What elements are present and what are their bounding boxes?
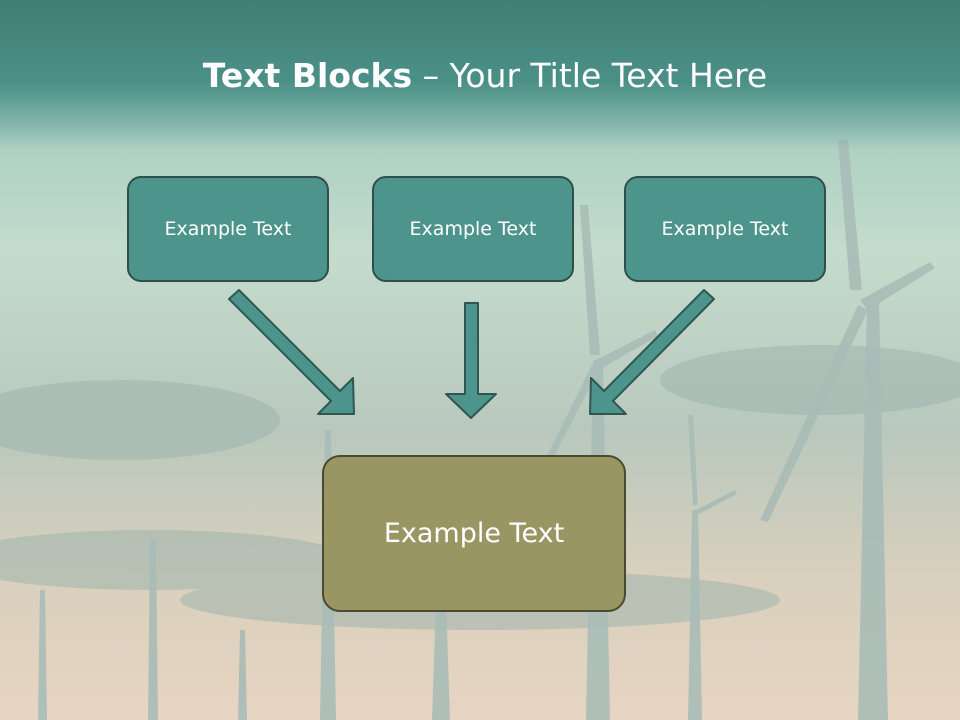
text-block-3-label: Example Text (661, 218, 789, 240)
page-title: Text Blocks – Your Title Text Here (0, 52, 960, 100)
title-bold: Text Blocks (202, 56, 413, 95)
title-rest: – Your Title Text Here (412, 56, 768, 95)
text-block-1[interactable]: Example Text (127, 176, 329, 282)
arrow-right (589, 289, 715, 415)
text-block-2[interactable]: Example Text (372, 176, 574, 282)
title-band (0, 0, 960, 150)
text-block-3[interactable]: Example Text (624, 176, 826, 282)
arrow-left (228, 289, 355, 415)
text-block-1-label: Example Text (164, 218, 292, 240)
target-block-label: Example Text (383, 518, 565, 549)
target-block[interactable]: Example Text (322, 455, 626, 612)
arrow-center (445, 302, 497, 419)
text-block-2-label: Example Text (409, 218, 537, 240)
